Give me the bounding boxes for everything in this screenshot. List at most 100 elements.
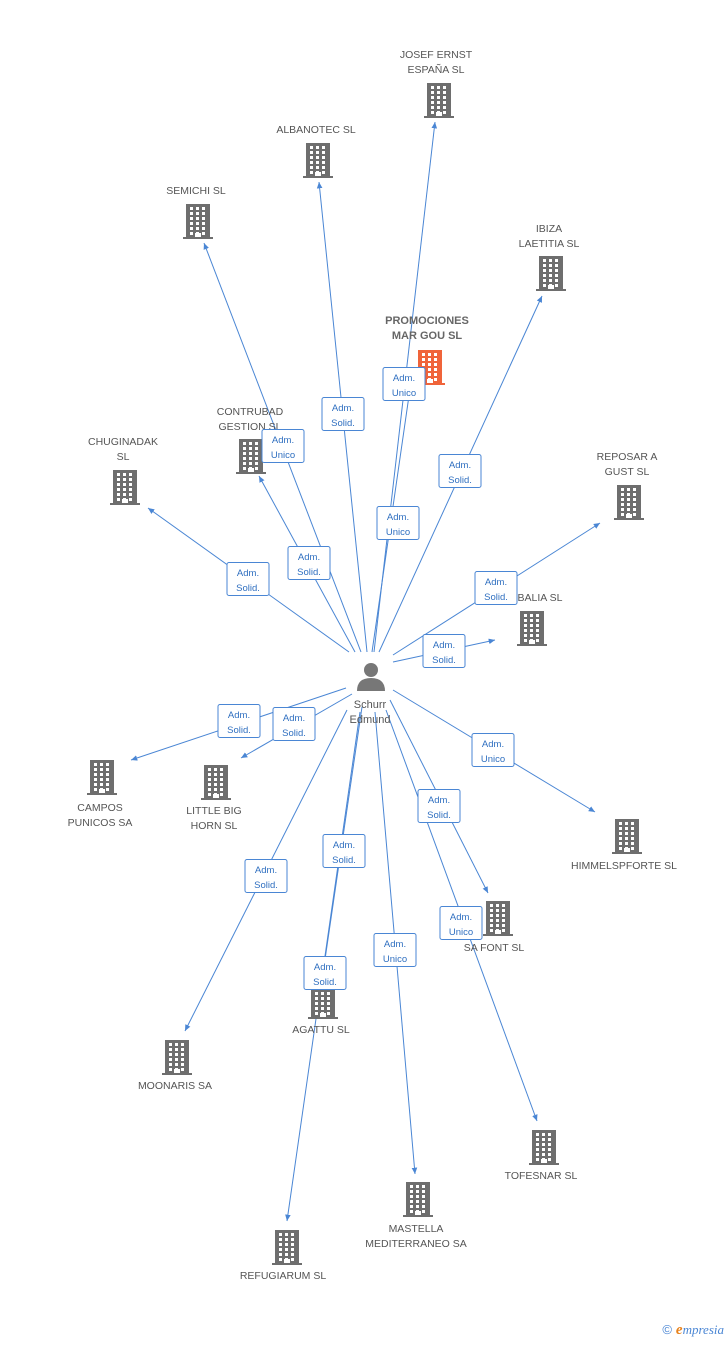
building-window xyxy=(175,1048,178,1051)
building-window xyxy=(410,1195,413,1198)
role-label-albanotec: Adm.Solid. xyxy=(321,397,365,431)
building-window xyxy=(422,1205,425,1208)
building-window xyxy=(100,763,103,766)
role-label-box xyxy=(417,789,461,823)
building-window xyxy=(496,909,499,912)
building-icon xyxy=(517,611,547,646)
building-window xyxy=(310,146,313,149)
building-window xyxy=(322,156,325,159)
building-icon xyxy=(612,819,642,854)
building-window xyxy=(410,1205,413,1208)
building-window xyxy=(175,1043,178,1046)
building-window xyxy=(255,467,258,470)
role-label-contrubad: Adm.Solid. xyxy=(287,546,331,580)
building-window xyxy=(214,778,217,781)
building-base xyxy=(272,1263,302,1265)
building-window xyxy=(431,106,434,109)
building-window xyxy=(100,773,103,776)
company-node-albanotec[interactable]: ALBANOTEC SL xyxy=(276,124,356,178)
building-window xyxy=(94,763,97,766)
company-node-moonaris[interactable]: MOONARIS SA xyxy=(138,1040,212,1092)
building-door xyxy=(315,172,321,177)
building-base xyxy=(162,1073,192,1075)
building-window xyxy=(416,1190,419,1193)
building-window xyxy=(627,493,630,496)
brand-footer: ©empresia xyxy=(662,1322,724,1339)
company-node-balia[interactable]: BALIA SL xyxy=(517,592,563,646)
building-door xyxy=(626,514,632,519)
building-window xyxy=(621,493,624,496)
role-label-balia: Adm.Solid. xyxy=(422,634,466,668)
building-icon xyxy=(272,1230,302,1265)
building-window xyxy=(434,368,437,371)
role-label-text: Solid. xyxy=(297,567,321,578)
role-label-box xyxy=(373,933,417,967)
building-window xyxy=(129,493,132,496)
role-label-text: Solid. xyxy=(227,725,251,736)
company-name-line: CONTRUBAD xyxy=(217,406,284,418)
building-window xyxy=(543,284,546,287)
company-node-tofesnar[interactable]: TOFESNAR SL xyxy=(505,1130,578,1182)
building-door xyxy=(213,794,219,799)
building-window xyxy=(285,1253,288,1256)
building-window xyxy=(106,783,109,786)
company-name-line: LITTLE BIG xyxy=(186,805,241,817)
company-node-himmelspforte[interactable]: HIMMELSPFORTE SL xyxy=(571,819,677,872)
company-node-sa-font[interactable]: SA FONT SL xyxy=(464,901,525,954)
building-window xyxy=(190,232,193,235)
company-node-agattu[interactable]: AGATTU SL xyxy=(292,984,350,1036)
copyright-symbol: © xyxy=(662,1322,672,1337)
building-window xyxy=(543,269,546,272)
building-window xyxy=(542,1138,545,1141)
building-base xyxy=(403,1215,433,1217)
company-name-line: JOSEF ERNST xyxy=(400,49,473,61)
role-label-text: Adm. xyxy=(482,739,504,750)
building-window xyxy=(321,997,324,1000)
building-window xyxy=(428,358,431,361)
company-node-refugiarum[interactable]: REFUGIARUM SL xyxy=(240,1230,327,1282)
building-window xyxy=(422,1185,425,1188)
building-window xyxy=(530,624,533,627)
role-label-text: Unico xyxy=(481,754,505,765)
person-node[interactable]: Schurr Edmund xyxy=(350,663,391,726)
building-window xyxy=(291,1248,294,1251)
company-node-semichi[interactable]: SEMICHI SL xyxy=(166,185,226,239)
building-window xyxy=(549,279,552,282)
building-window xyxy=(631,842,634,845)
building-base xyxy=(517,644,547,646)
building-window xyxy=(555,274,558,277)
building-window xyxy=(181,1068,184,1071)
building-window xyxy=(422,358,425,361)
building-window xyxy=(627,488,630,491)
role-label-text: Adm. xyxy=(255,865,277,876)
role-label-text: Adm. xyxy=(450,912,472,923)
building-window xyxy=(196,212,199,215)
building-window xyxy=(627,508,630,511)
building-window xyxy=(536,614,539,617)
role-label-chuginadak: Adm.Solid. xyxy=(226,562,270,596)
building-window xyxy=(490,929,493,932)
building-window xyxy=(536,634,539,637)
role-label-semichi: Adm.Unico xyxy=(261,429,305,463)
role-label-promociones: Adm.Unico xyxy=(382,367,426,401)
building-window xyxy=(214,773,217,776)
building-window xyxy=(279,1258,282,1261)
building-window xyxy=(633,503,636,506)
building-window xyxy=(169,1043,172,1046)
building-window xyxy=(524,639,527,642)
building-window xyxy=(208,783,211,786)
building-window xyxy=(437,106,440,109)
person-icon xyxy=(357,663,385,691)
building-window xyxy=(169,1058,172,1061)
building-window xyxy=(536,1148,539,1151)
